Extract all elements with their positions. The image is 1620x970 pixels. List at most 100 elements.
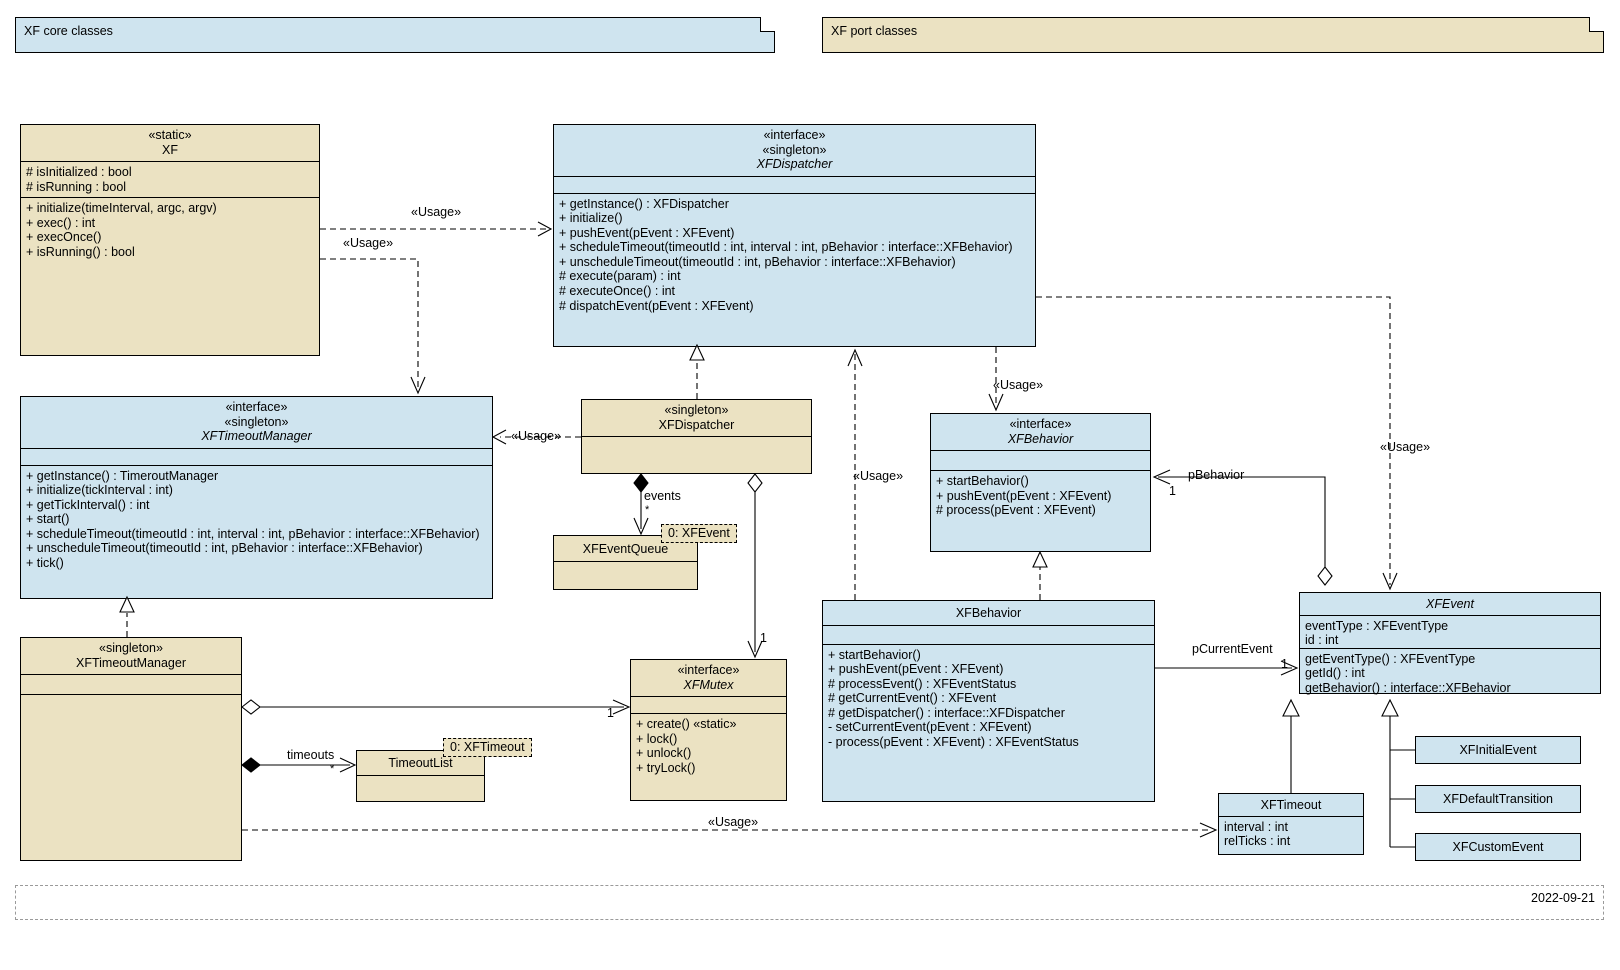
class-timeoutlist-header: TimeoutList: [357, 751, 484, 775]
stereotype-singleton: «singleton»: [224, 414, 289, 429]
operation: + pushEvent(pEvent : XFEvent): [936, 488, 1112, 503]
class-xftimeout-attributes: interval : int relTicks : int: [1219, 815, 1363, 852]
operation: + initialize(tickInterval : int): [26, 483, 173, 498]
class-xfinitialevent[interactable]: XFInitialEvent: [1415, 736, 1581, 764]
anchor-tag-event-label: 0: XFEvent: [668, 526, 730, 540]
class-name: XFDispatcher: [756, 157, 833, 171]
attribute: # isRunning : bool: [26, 179, 127, 194]
note-xf-core-classes: XF core classes: [15, 17, 775, 53]
operation: + scheduleTimeout(timeoutId : int, inter…: [559, 240, 1013, 255]
operation: + initialize(): [559, 211, 623, 226]
label-usage-dispatcher-to-event: «Usage»: [1380, 440, 1431, 454]
operation: + unlock(): [636, 746, 692, 761]
note-fold-icon: [760, 17, 775, 32]
class-xfbehavior-impl-operations: + startBehavior() + pushEvent(pEvent : X…: [823, 643, 1154, 782]
label-mutex-multiplicity-left: 1: [607, 706, 614, 720]
class-xfmutex-attributes: [631, 696, 786, 713]
label-usage-dispatcherimpl-to-timeoutmanager: «Usage»: [511, 429, 562, 443]
label-pbehavior-multiplicity: 1: [1169, 484, 1176, 498]
operation: + pushEvent(pEvent : XFEvent): [559, 225, 735, 240]
class-name: XFDispatcher: [658, 417, 735, 432]
connector-generalize-event-subclasses: [1389, 716, 1415, 848]
class-xfbehavior-interface-operations: + startBehavior() + pushEvent(pEvent : X…: [931, 470, 1150, 534]
class-timeoutlist[interactable]: TimeoutList: [356, 750, 485, 802]
diagram-frame-footer: 2022-09-21: [15, 885, 1604, 920]
label-mutex-multiplicity-top: 1: [760, 631, 767, 645]
note-core-label: XF core classes: [24, 24, 113, 38]
label-usage-dispatcher-to-behavior: «Usage»: [993, 378, 1044, 392]
class-xfdispatcher-interface[interactable]: «interface» «singleton» XFDispatcher + g…: [553, 124, 1036, 347]
class-xftimeoutmanager-interface-attributes: [21, 447, 492, 465]
operation: + tryLock(): [636, 760, 696, 775]
connector-usage-xf-timeoutmanager: [320, 258, 419, 389]
class-xfdispatcher-impl[interactable]: «singleton» XFDispatcher: [581, 399, 812, 474]
label-usage-behaviorimpl-to-dispatcher: «Usage»: [853, 469, 904, 483]
class-xfdefaulttransition[interactable]: XFDefaultTransition: [1415, 785, 1581, 813]
operation: + lock(): [636, 731, 678, 746]
class-timeoutlist-body: [357, 774, 484, 800]
class-xfbehavior-interface[interactable]: «interface» XFBehavior + startBehavior()…: [930, 413, 1151, 552]
operation: # dispatchEvent(pEvent : XFEvent): [559, 298, 754, 313]
class-xfbehavior-impl-header: XFBehavior: [823, 601, 1154, 625]
class-xftimeoutmanager-impl[interactable]: «singleton» XFTimeoutManager: [20, 637, 242, 861]
class-xfbehavior-impl[interactable]: XFBehavior + startBehavior() + pushEvent…: [822, 600, 1155, 802]
label-pcurrentevent: pCurrentEvent: [1192, 642, 1273, 656]
operation: + pushEvent(pEvent : XFEvent): [828, 662, 1004, 677]
class-xftimeoutmanager-interface-operations: + getInstance() : TimeroutManager + init…: [21, 464, 492, 583]
class-xftimeoutmanager-interface-header: «interface» «singleton» XFTimeoutManager: [21, 397, 492, 448]
operation: + getInstance() : XFDispatcher: [559, 196, 729, 211]
attribute: eventType : XFEventType: [1305, 618, 1449, 633]
class-name: XFTimeoutManager: [76, 655, 186, 670]
operation: getEventType() : XFEventType: [1305, 651, 1476, 666]
stereotype-interface: «interface»: [677, 663, 740, 677]
class-xftimeout[interactable]: XFTimeout interval : int relTicks : int: [1218, 793, 1364, 855]
class-xf-attributes: # isInitialized : bool # isRunning : boo…: [21, 161, 319, 197]
operation: - setCurrentEvent(pEvent : XFEvent): [828, 720, 1032, 735]
stereotype-interface: «interface»: [1009, 417, 1072, 431]
label-events: events: [644, 489, 681, 503]
class-name: XFEventQueue: [582, 542, 669, 556]
class-xftimeoutmanager-impl-attributes: [21, 674, 241, 694]
operation: + create() «static»: [636, 717, 737, 731]
stereotype-singleton: «singleton»: [99, 641, 163, 655]
operation: # getDispatcher() : interface::XFDispatc…: [828, 705, 1065, 720]
operation: + initialize(timeInterval, argc, argv): [26, 201, 217, 216]
class-xfdispatcher-interface-attributes: [554, 175, 1035, 193]
stereotype-singleton: «singleton»: [664, 403, 729, 417]
operation: + getTickInterval() : int: [26, 497, 150, 512]
class-xfmutex[interactable]: «interface» XFMutex + create() «static» …: [630, 659, 787, 801]
class-xf-stereotype: «static»: [148, 128, 192, 142]
operation: + scheduleTimeout(timeoutId : int, inter…: [26, 526, 480, 541]
class-xfeventqueue[interactable]: XFEventQueue: [553, 535, 698, 590]
anchor-tag-timeout: 0: XFTimeout: [443, 738, 532, 757]
operation: + unscheduleTimeout(timeoutId : int, pBe…: [26, 541, 423, 556]
operation: + start(): [26, 512, 70, 527]
operation: + startBehavior(): [828, 647, 921, 662]
operation: # getCurrentEvent() : XFEvent: [828, 691, 997, 706]
note-port-label: XF port classes: [831, 24, 918, 38]
label-events-multiplicity: *: [645, 504, 650, 516]
operation: + tick(): [26, 556, 64, 571]
class-xfdispatcher-interface-operations: + getInstance() : XFDispatcher + initial…: [554, 192, 1035, 328]
anchor-tag-timeout-label: 0: XFTimeout: [450, 740, 525, 754]
class-xfeventqueue-body: [554, 560, 697, 587]
class-xf[interactable]: «static» XF # isInitialized : bool # isR…: [20, 124, 320, 356]
class-xf-name: XF: [162, 142, 178, 157]
class-xftimeoutmanager-interface[interactable]: «interface» «singleton» XFTimeoutManager…: [20, 396, 493, 599]
attribute: id : int: [1305, 633, 1339, 648]
class-xf-header: «static» XF: [21, 125, 319, 161]
class-name: XFEvent: [1426, 597, 1474, 611]
class-xfcustomevent[interactable]: XFCustomEvent: [1415, 833, 1581, 861]
class-xfmutex-header: «interface» XFMutex: [631, 660, 786, 696]
class-xfevent[interactable]: XFEvent eventType : XFEventType id : int…: [1299, 592, 1601, 696]
operation: # execute(param) : int: [559, 269, 681, 284]
class-xfevent-operations: getEventType() : XFEventType getId() : i…: [1300, 647, 1600, 696]
class-name: XFTimeout: [1260, 798, 1322, 812]
stereotype-interface: «interface»: [225, 400, 288, 414]
class-xfbehavior-impl-attributes: [823, 624, 1154, 644]
class-xfmutex-operations: + create() «static» + lock() + unlock() …: [631, 713, 786, 782]
operation: getId() : int: [1305, 666, 1365, 681]
operation: + isRunning() : bool: [26, 244, 135, 259]
class-name: XFBehavior: [1007, 431, 1074, 446]
